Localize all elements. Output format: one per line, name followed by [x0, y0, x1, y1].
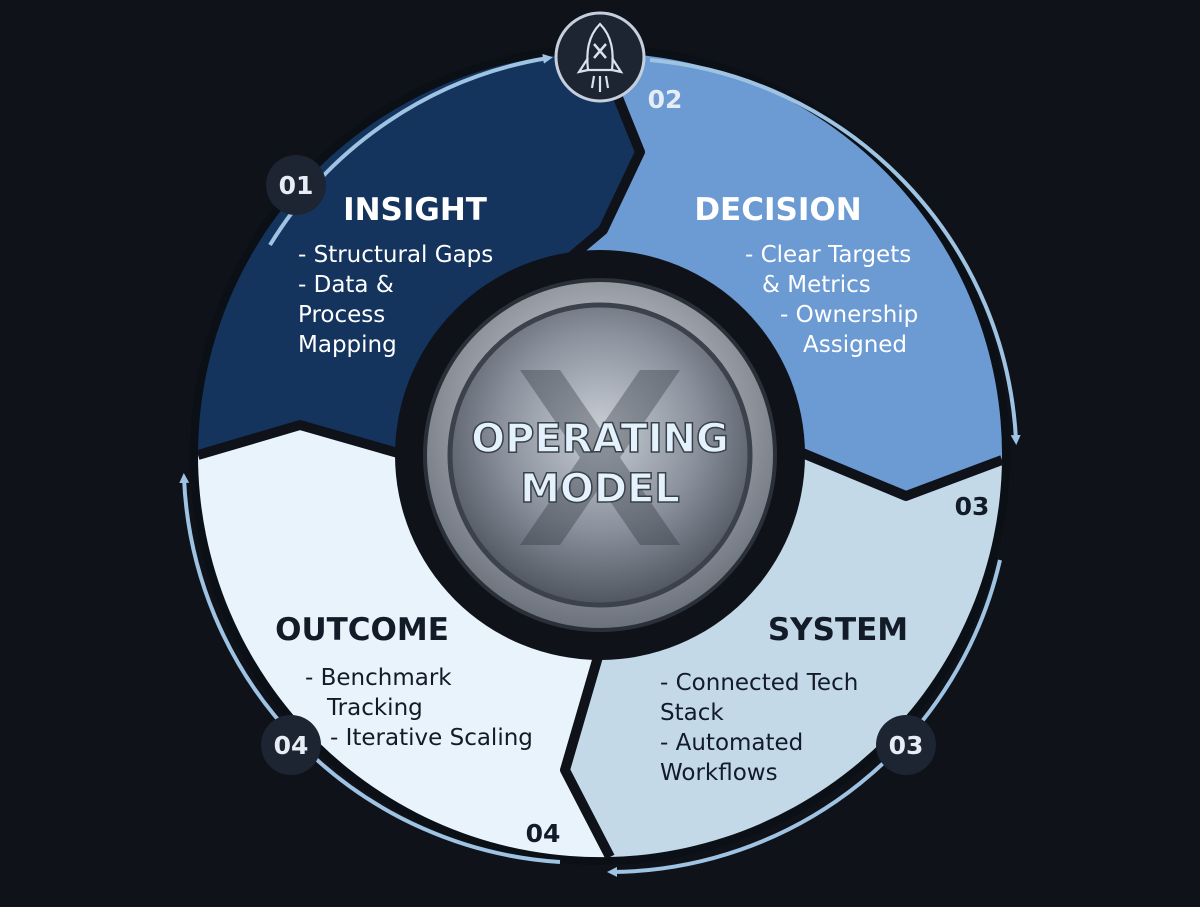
segment-insight	[198, 53, 640, 455]
segment-outcome	[197, 425, 610, 858]
center-label-line1: OPERATING	[471, 416, 729, 462]
segment-decision	[565, 53, 1003, 496]
badge-03-label: 03	[889, 731, 924, 760]
center-label-line2: MODEL	[520, 466, 680, 512]
rocket-icon	[576, 22, 624, 92]
badge-01: 01	[266, 155, 326, 215]
segment-system	[565, 452, 1002, 857]
insight-title: INSIGHT	[343, 192, 487, 228]
outcome-bullet-1: - Benchmark	[305, 665, 452, 691]
badge-04-label: 04	[274, 731, 309, 760]
system-bullet-2: Stack	[660, 700, 724, 726]
stage-system: SYSTEM - Connected Tech Stack - Automate…	[660, 612, 908, 786]
stage-outcome: OUTCOME - Benchmark Tracking - Iterative…	[275, 612, 533, 751]
rocket-badge	[554, 11, 646, 103]
segment-separators	[196, 51, 1004, 860]
stage-segments	[197, 53, 1003, 858]
system-title: SYSTEM	[768, 612, 908, 648]
decision-bullet-2: & Metrics	[762, 272, 871, 298]
stage-decision: DECISION - Clear Targets & Metrics - Own…	[694, 192, 918, 358]
outcome-title: OUTCOME	[275, 612, 449, 648]
outcome-bullet-2: Tracking	[326, 695, 423, 721]
decision-title: DECISION	[694, 192, 861, 228]
insight-bullet-1: - Structural Gaps	[298, 242, 493, 268]
decision-bullet-3: - Ownership	[780, 302, 918, 328]
decision-bullet-1: - Clear Targets	[745, 242, 911, 268]
outcome-bullet-3: - Iterative Scaling	[330, 725, 533, 751]
insight-bullet-2: - Data &	[298, 272, 394, 298]
stage-insight: INSIGHT - Structural Gaps - Data & Proce…	[298, 192, 493, 358]
number-04-system: 04	[526, 819, 561, 848]
system-bullet-4: Workflows	[660, 760, 778, 786]
system-bullet-1: - Connected Tech	[660, 670, 858, 696]
decision-bullet-4: Assigned	[803, 332, 907, 358]
number-03-decision: 03	[955, 492, 990, 521]
badge-04: 04	[261, 715, 321, 775]
badge-01-label: 01	[279, 171, 314, 200]
system-bullet-3: - Automated	[660, 730, 803, 756]
badge-03: 03	[876, 715, 936, 775]
insight-bullet-3: Process	[298, 302, 385, 328]
number-badges: 01 03 04	[261, 155, 936, 775]
number-02: 02	[648, 85, 683, 114]
center-hub: OPERATING MODEL	[423, 278, 777, 632]
insight-bullet-4: Mapping	[298, 332, 397, 358]
x-emblem-icon	[520, 370, 680, 545]
